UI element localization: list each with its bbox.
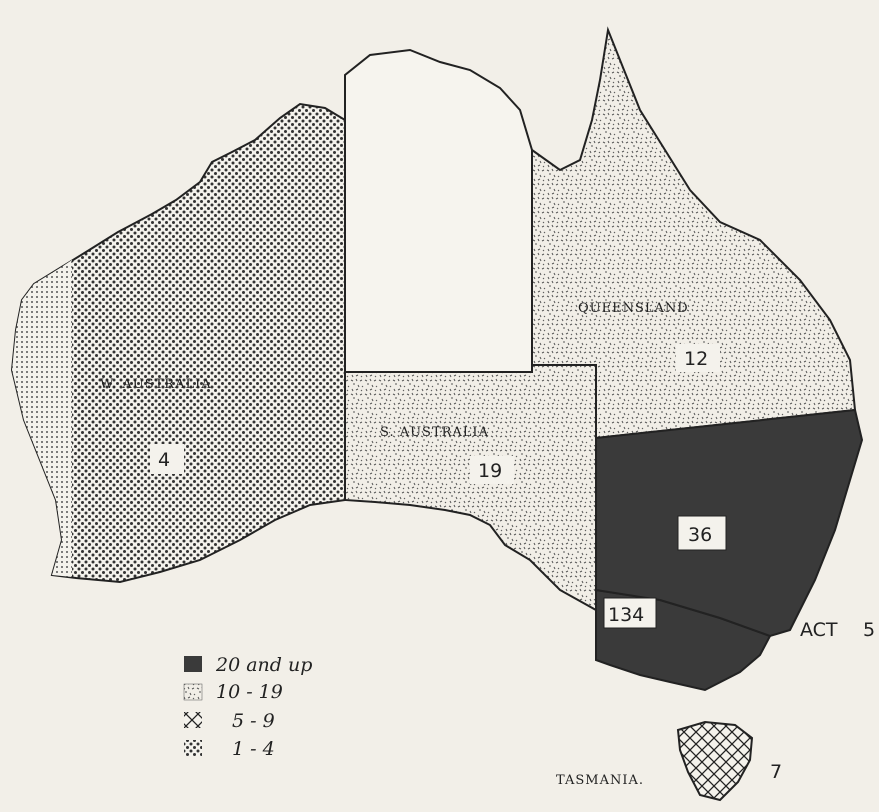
- value-new-south-wales: 36: [688, 524, 712, 546]
- label-south-australia: S. AUSTRALIA: [380, 425, 489, 440]
- region-south-australia: [344, 364, 597, 612]
- legend-label-10-19: 10 - 19: [216, 681, 283, 703]
- legend-swatch-solid: [184, 656, 202, 672]
- legend-swatch-crosshatch: [184, 712, 202, 728]
- label-act: ACT: [800, 619, 838, 641]
- value-queensland: 12: [684, 348, 708, 370]
- value-victoria: 134: [608, 604, 644, 626]
- legend-label-5-9: 5 - 9: [232, 710, 275, 732]
- region-northern-territory: [344, 48, 533, 373]
- legend-label-1-4: 1 - 4: [232, 738, 275, 760]
- label-queensland: QUEENSLAND: [578, 301, 689, 316]
- legend: 20 and up 10 - 19 5 - 9 1 - 4: [183, 654, 312, 760]
- label-tasmania: TASMANIA.: [556, 773, 644, 788]
- value-western-australia: 4: [158, 449, 170, 471]
- value-act: 5: [863, 619, 875, 641]
- region-wa-coastal-strip: [12, 260, 72, 577]
- legend-label-20-up: 20 and up: [215, 654, 312, 676]
- label-western-australia: W. AUSTRALIA: [100, 377, 212, 392]
- legend-swatch-dots: [184, 740, 202, 756]
- value-south-australia: 19: [478, 460, 502, 482]
- value-tasmania: 7: [770, 761, 782, 783]
- region-tasmania: [676, 720, 754, 802]
- legend-swatch-speckle: [183, 683, 203, 701]
